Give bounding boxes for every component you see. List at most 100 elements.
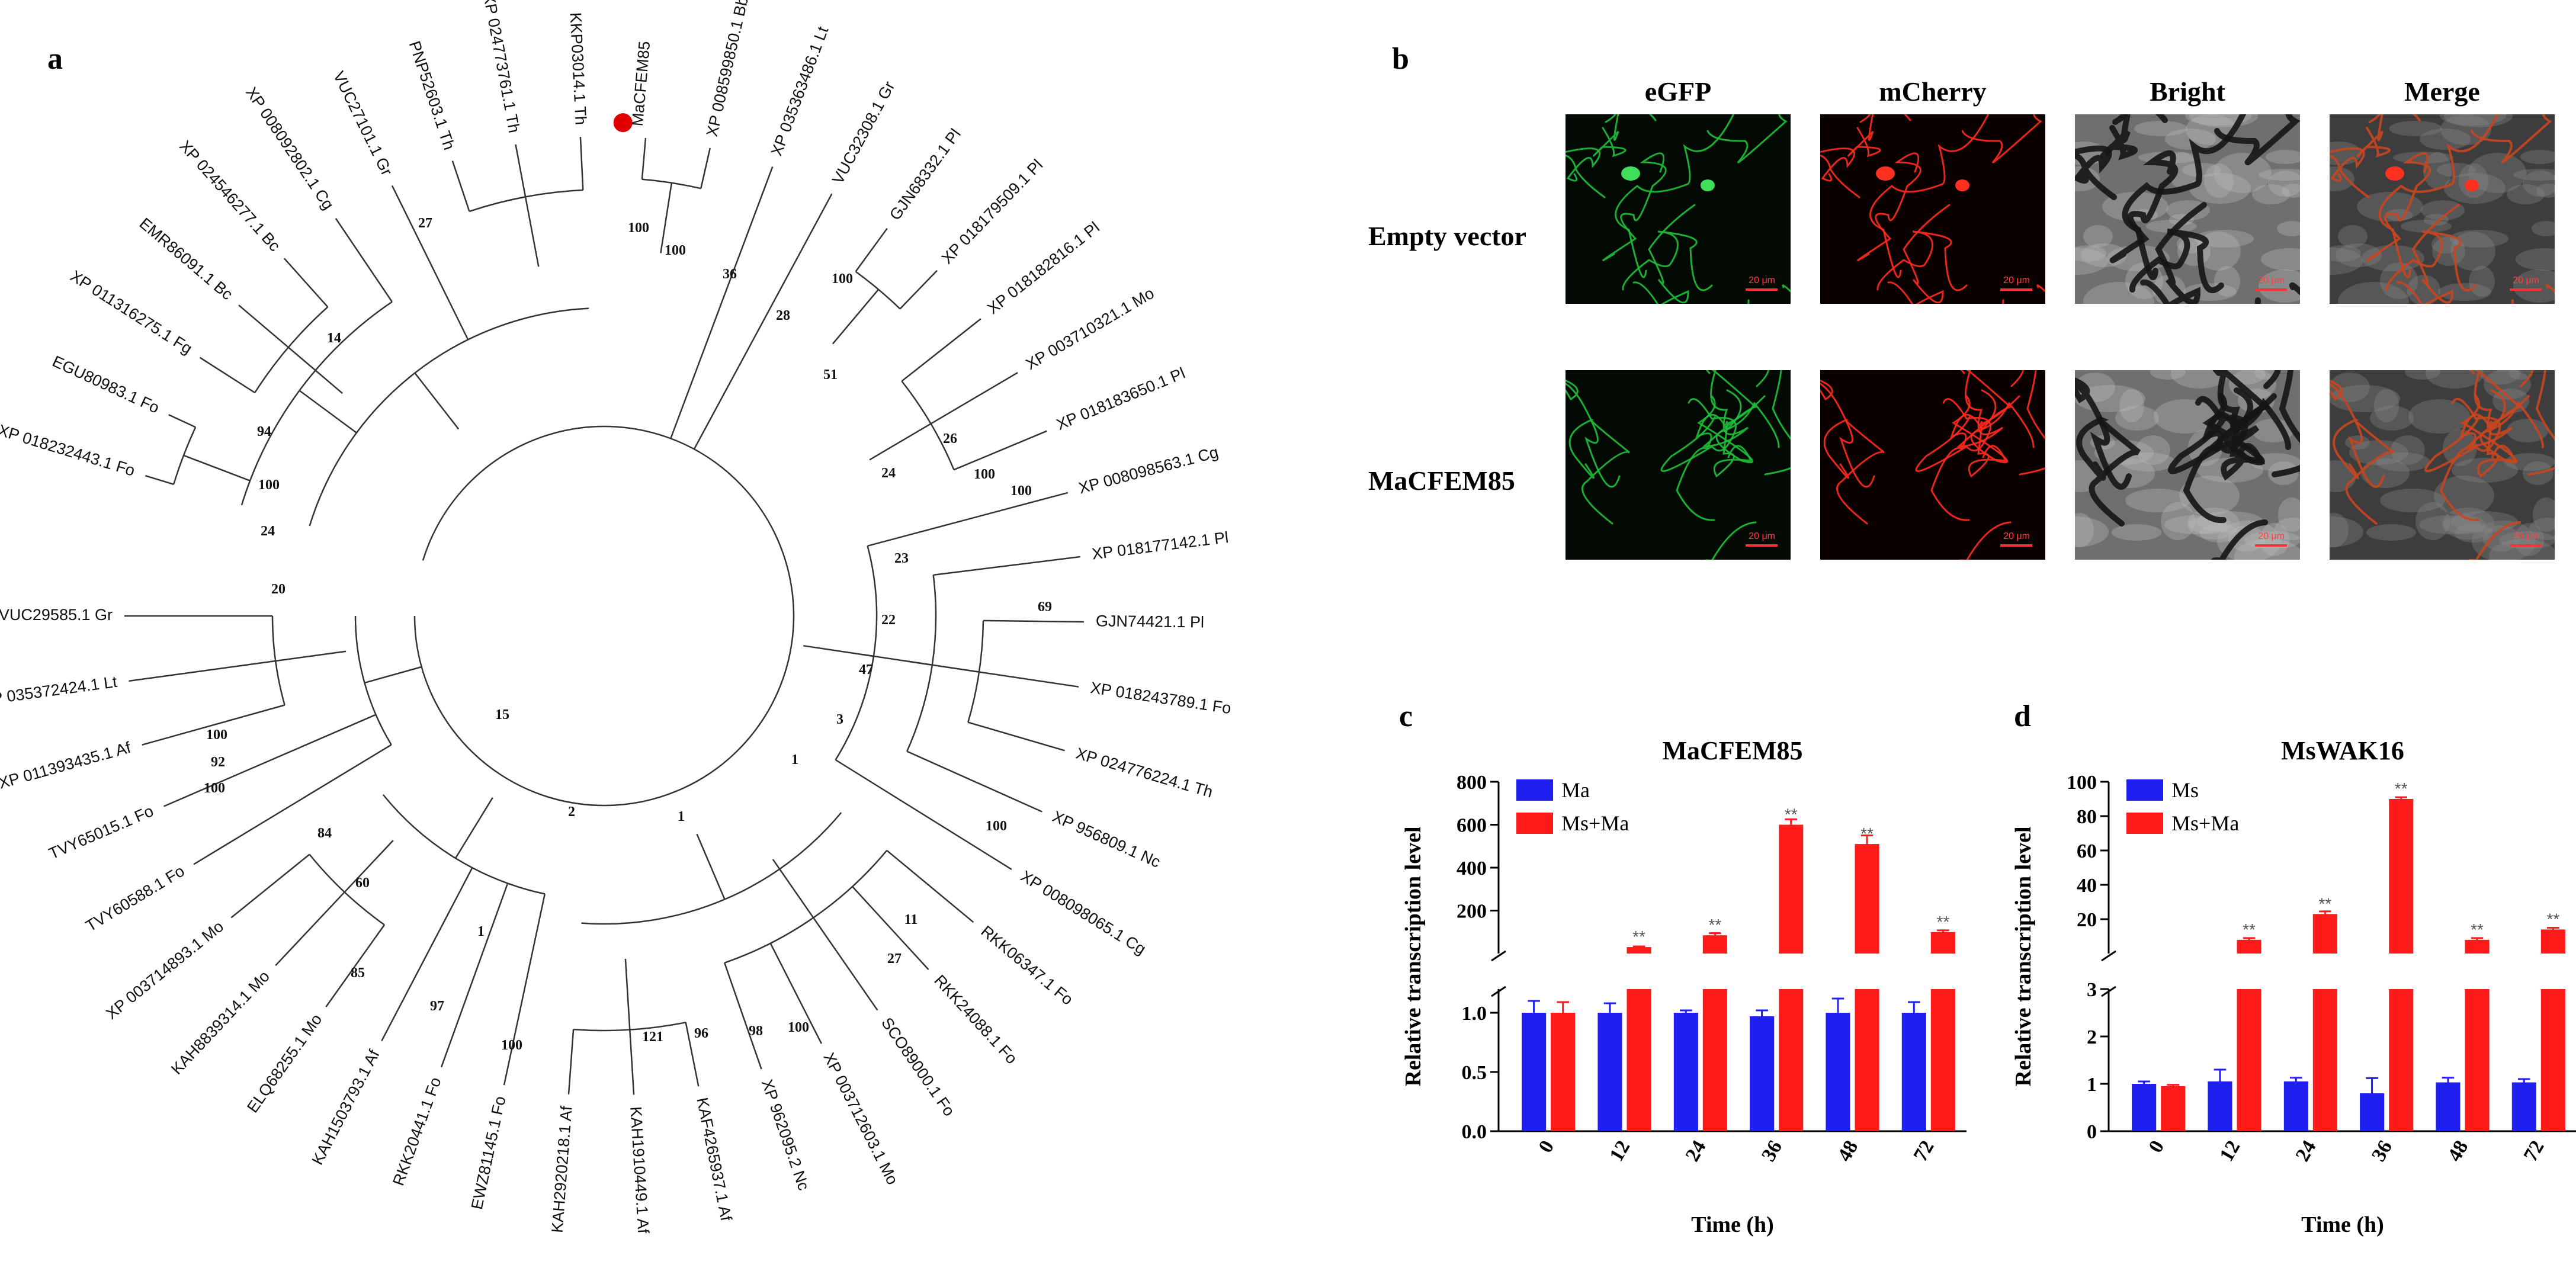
significance-mark: ** (1860, 824, 1874, 843)
significance-mark: ** (2395, 779, 2408, 798)
micrograph-bright-row1: 20 μm (2075, 114, 2300, 304)
bootstrap-value: 2 (568, 804, 575, 820)
bar-upper-segment (1627, 947, 1651, 954)
tree-bootstrap-values: 1001003628100512610010024236922473110011… (204, 216, 1052, 1053)
tree-leaf-branch (381, 867, 473, 1042)
x-tick-label: 72 (2520, 1137, 2549, 1166)
tree-leaf-branch (886, 849, 974, 923)
bootstrap-value: 96 (694, 1026, 708, 1041)
scale-bar (2000, 288, 2032, 291)
scale-bar (2255, 288, 2287, 291)
bootstrap-value: 27 (418, 216, 432, 231)
legend-swatch (2126, 779, 2163, 801)
bar-ms-0 (2132, 1084, 2157, 1131)
tree-leaf-label: XP 018232443.1 Fo (0, 421, 137, 480)
bootstrap-value: 100 (1010, 483, 1032, 499)
bar-ms-ma-0 (1551, 1013, 1576, 1131)
bar-ma-48 (1826, 1013, 1850, 1131)
axis-break-mark (2101, 950, 2116, 962)
tree-leaf-label: XP 024546277.1 Bc (176, 137, 284, 255)
bootstrap-value: 121 (642, 1029, 663, 1045)
axis-break-mark (2101, 986, 2116, 997)
bar-upper-segment (1930, 932, 1955, 954)
tree-clade-branch (364, 666, 422, 684)
tree-leaf-branch (440, 883, 509, 1068)
micrograph-merge-row2: 20 μm (2330, 370, 2555, 560)
tree-leaf-branch (515, 144, 527, 197)
tree-leaf-label: XP 024773761.1 Th (480, 0, 523, 134)
x-tick-label: 12 (1605, 1137, 1634, 1166)
tree-leaf-label: RKK06347.1 Fo (977, 922, 1076, 1009)
significance-mark: ** (2243, 920, 2256, 939)
scale-bar-label: 20 μm (1749, 275, 1775, 285)
bar-ms-ma-48 (2465, 989, 2490, 1131)
tree-clade-branch (803, 645, 874, 657)
bootstrap-value: 100 (974, 467, 995, 482)
tree-leaf-label: KAH1910449.1 Af (627, 1106, 652, 1234)
tree-leaf-branch (930, 372, 1018, 425)
tree-clade-branch (414, 373, 460, 430)
tree-leaf-label: VUC29585.1 Gr (0, 606, 113, 624)
legend-swatch (2126, 813, 2163, 834)
tree-leaf-branch (451, 160, 470, 212)
tree-clade-branch (909, 660, 980, 673)
tree-leaf-branch (813, 917, 878, 1011)
tree-leaf-branch (145, 475, 174, 485)
tree-leaf-branch (685, 1022, 700, 1087)
tree-clade-branch (299, 390, 357, 434)
tree-leaf-branch (230, 853, 310, 919)
bootstrap-value: 60 (355, 875, 370, 891)
y-tick-label: 600 (1457, 815, 1487, 837)
tree-leaf-label: TVY60588.1 Fo (82, 862, 187, 935)
x-tick-label: 24 (1682, 1137, 1711, 1166)
tree-clade-branch (275, 650, 347, 662)
bar-ms-ma-72 (1930, 989, 1955, 1131)
scale-bar (2510, 544, 2542, 547)
bootstrap-value: 100 (986, 818, 1007, 834)
tree-leaf-label: XP 018177142.1 Pl (1091, 528, 1230, 563)
bootstrap-value: 47 (859, 662, 873, 678)
bootstrap-value: 85 (351, 965, 365, 981)
bar-ms-ma-24 (2312, 989, 2337, 1131)
tree-clade-branch (772, 859, 814, 919)
tree-clade-branch (454, 797, 493, 859)
tree-leaf-branch (769, 943, 823, 1044)
tree-branches (124, 136, 1084, 1095)
y-tick-label: 60 (2077, 840, 2097, 862)
tree-leaf-branch (852, 886, 929, 970)
tree-leaf-branch (901, 318, 981, 382)
bar-upper-segment (2237, 939, 2261, 954)
y-tick-label: 2 (2087, 1026, 2097, 1048)
y-tick-label: 800 (1457, 772, 1487, 794)
tree-clade-branch (344, 840, 394, 893)
bootstrap-value: 100 (832, 271, 853, 287)
bootstrap-value: 1 (791, 752, 798, 768)
tree-leaf-branch (391, 185, 469, 341)
scale-bar (2510, 288, 2542, 291)
bar-upper-segment (2389, 799, 2414, 954)
tree-leaf-branch (129, 660, 276, 682)
scale-bar-label: 20 μm (2513, 275, 2539, 285)
tree-leaf-label: KAH8839314.1 Mo (168, 967, 273, 1078)
bootstrap-value: 1 (477, 924, 485, 939)
bootstrap-value: 11 (904, 912, 918, 927)
panel-label-a: a (47, 42, 63, 76)
bootstrap-value: 27 (887, 951, 902, 967)
bootstrap-value: 94 (257, 424, 271, 439)
y-tick-label: 200 (1457, 901, 1487, 923)
tree-leaf-label: XP 008098563.1 Cg (1077, 443, 1220, 497)
x-tick-label: 72 (1910, 1137, 1939, 1166)
bootstrap-value: 92 (211, 755, 225, 770)
x-axis-label: Time (h) (1691, 1212, 1774, 1237)
scale-bar (2000, 544, 2032, 547)
tree-leaf-branch (724, 962, 762, 1070)
axis-break-mark (1491, 986, 1506, 997)
tree-leaf-branch (168, 414, 196, 428)
bar-ma-12 (1597, 1013, 1622, 1131)
scale-bar (2255, 544, 2287, 547)
tree-leaf-label: KAF4265937.1 Af (693, 1096, 735, 1222)
bar-ms-ma-72 (2540, 989, 2565, 1131)
tree-leaf-label: XP 018183650.1 Pl (1054, 364, 1188, 434)
